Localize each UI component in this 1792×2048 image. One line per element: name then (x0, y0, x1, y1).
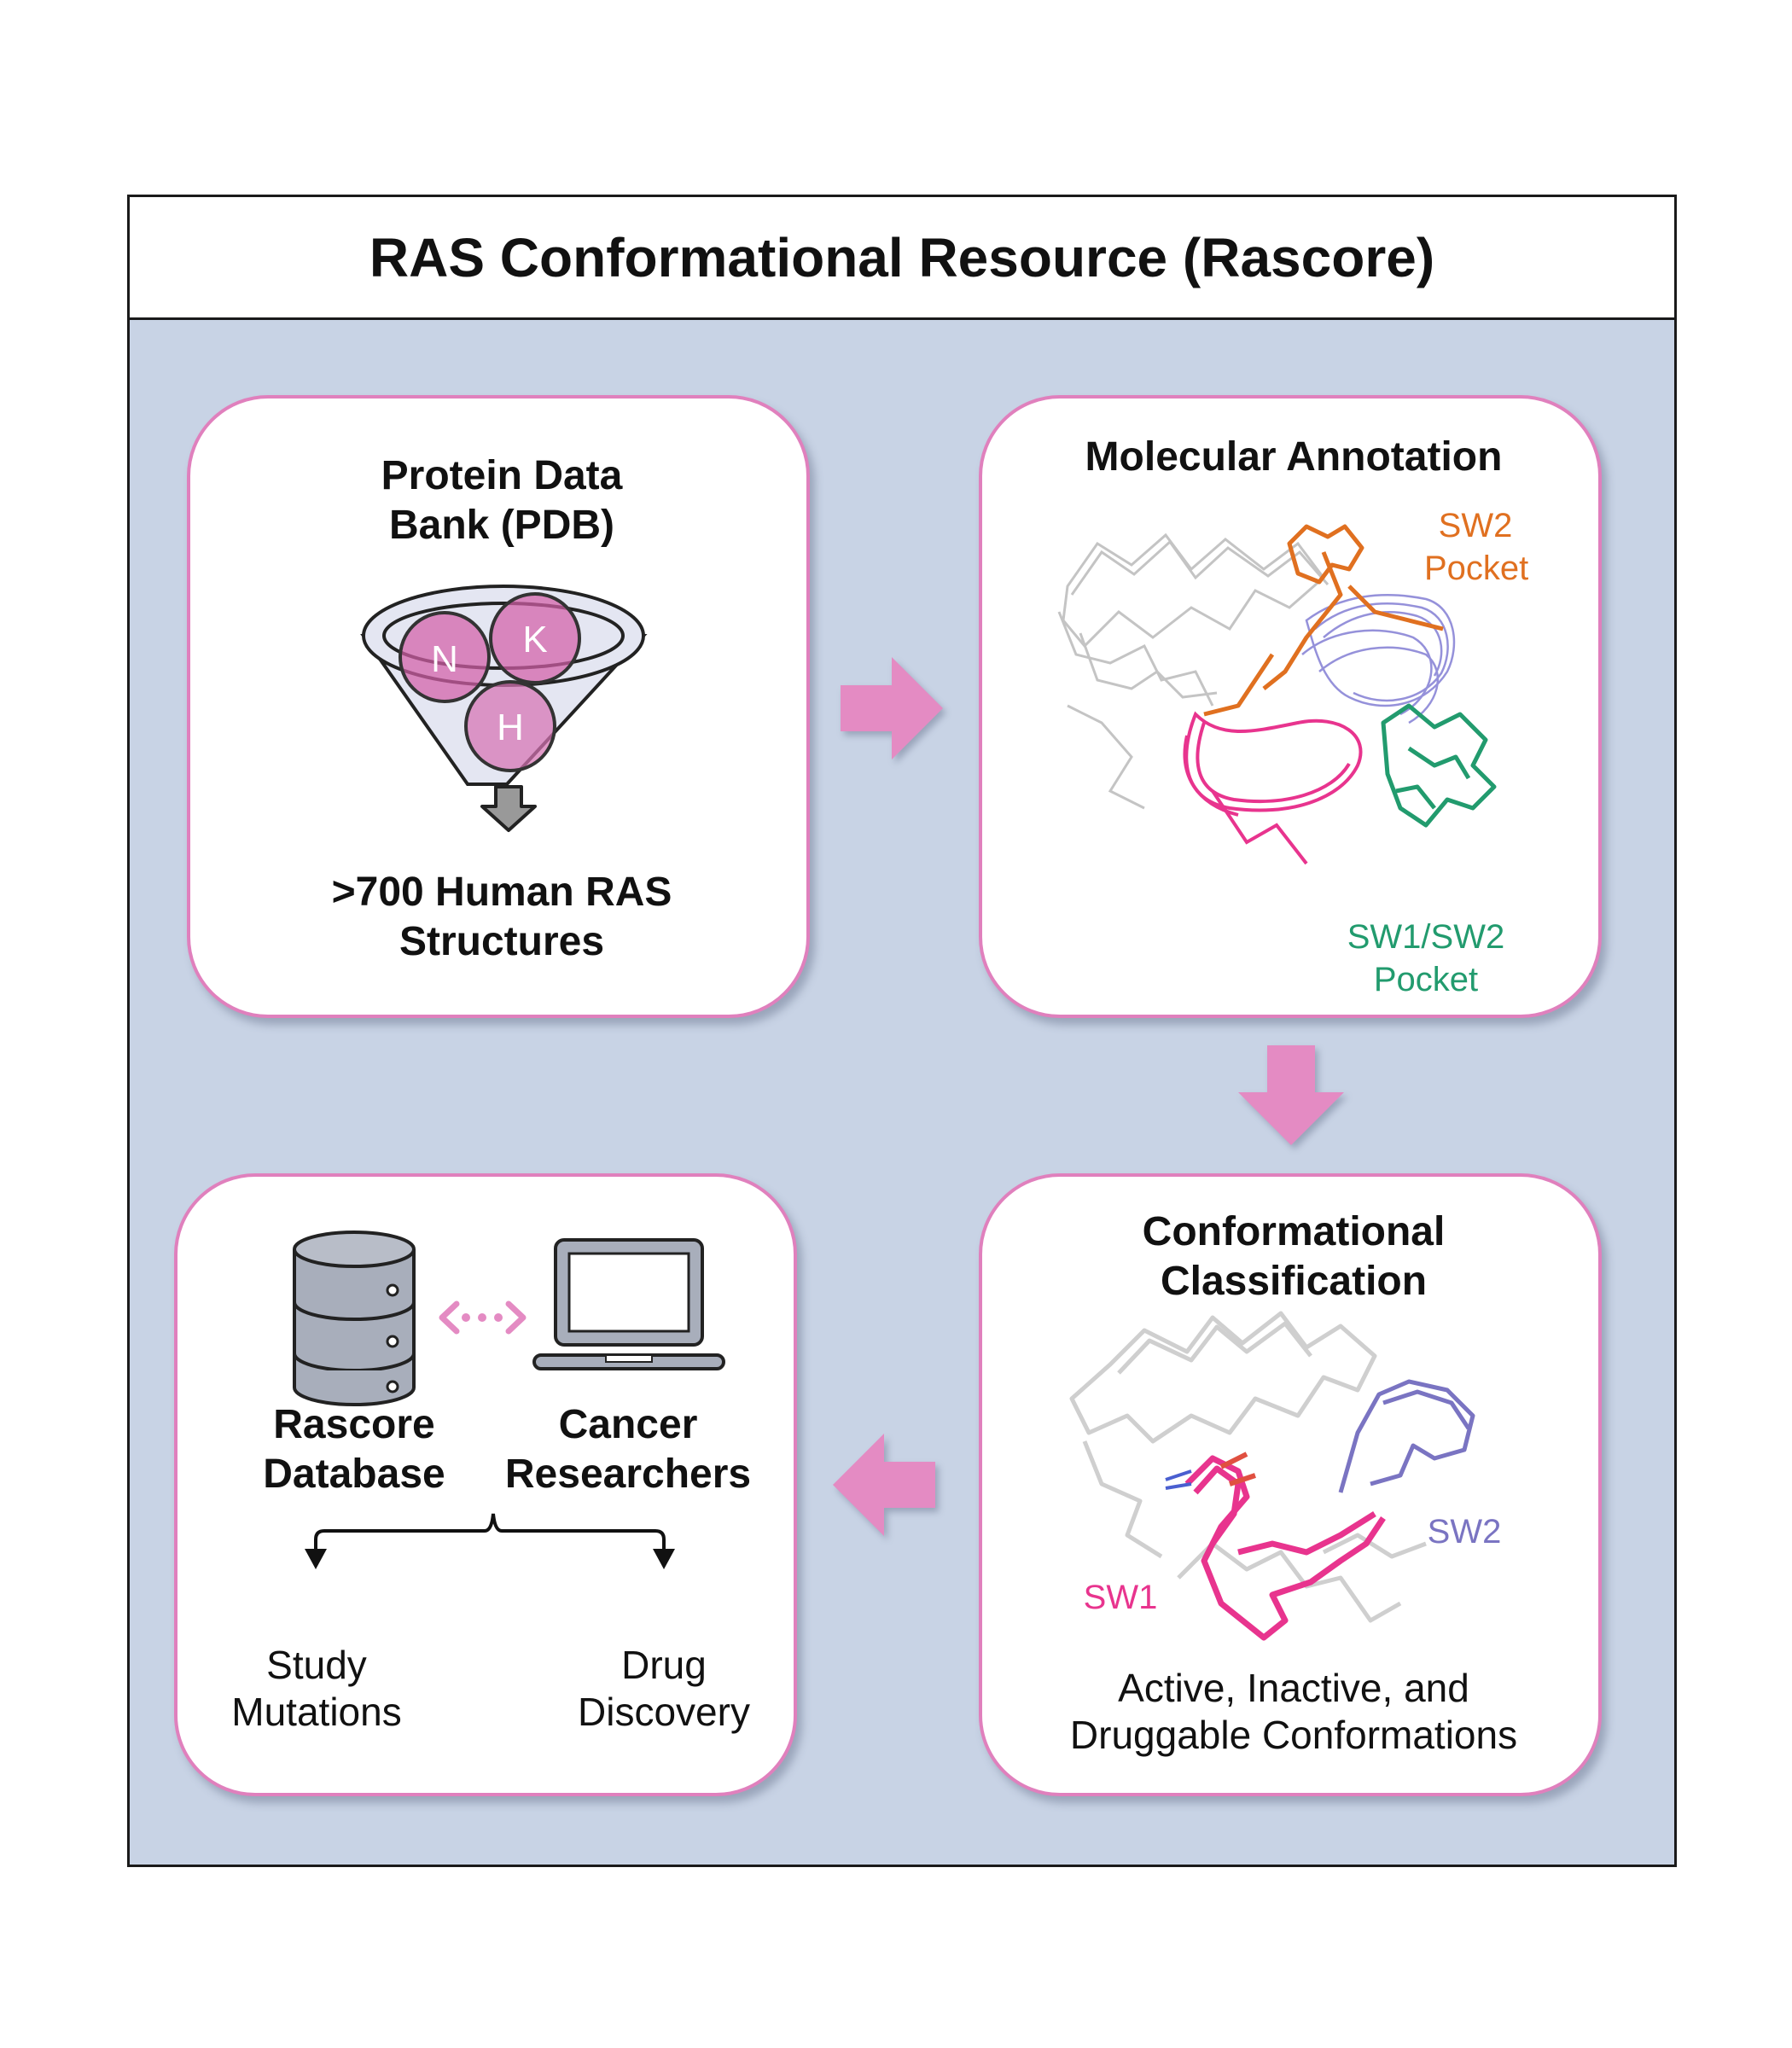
isoform-h-circle: H (464, 680, 556, 772)
sw2-pocket-label: SW2 Pocket (1424, 507, 1529, 587)
sw1sw2-pocket-label: SW1/SW2 Pocket (1347, 918, 1505, 998)
classification-footer: Active, Inactive, and Druggable Conforma… (1069, 1666, 1518, 1758)
pdb-footer: >700 Human RAS Structures (331, 870, 672, 964)
funnel-down-arrow-icon (480, 785, 537, 832)
researchers-label: Cancer Researchers (504, 1402, 752, 1497)
classification-heading: Conformational Classification (1142, 1209, 1446, 1304)
branch-right-arrow-icon (653, 1549, 675, 1569)
pdb-card: Protein Data Bank (PDB) N K H >700 Human… (187, 395, 810, 1018)
database-card: Rascore Database Cancer Researchers Stud… (174, 1173, 797, 1796)
classification-structure-image (1069, 1311, 1475, 1641)
annotation-structure-image (1057, 524, 1497, 865)
classification-card: Conformational Classification SW1 SW2 Ac (979, 1173, 1602, 1796)
outcome-drug-discovery: Drug Discovery (578, 1643, 750, 1735)
database-icon (293, 1231, 416, 1406)
annotation-card: Molecular Annotation (979, 395, 1602, 1018)
pdb-heading: Protein Data Bank (PDB) (381, 453, 623, 548)
page-title: RAS Conformational Resource (Rascore) (130, 197, 1674, 320)
isoform-k-circle: K (489, 592, 581, 684)
database-label: Rascore Database (263, 1402, 445, 1497)
sw2-label: SW2 (1427, 1513, 1502, 1551)
svg-text:N: N (431, 638, 458, 680)
annotation-heading: Molecular Annotation (1085, 434, 1503, 480)
svg-text:H: H (497, 707, 524, 748)
isoform-n-circle: N (399, 611, 491, 703)
data-exchange-icon (439, 1300, 527, 1335)
branch-connector (305, 1513, 675, 1569)
funnel-icon: N K H (360, 585, 648, 832)
sw1-label: SW1 (1083, 1579, 1158, 1616)
branch-left-arrow-icon (305, 1549, 327, 1569)
svg-text:K: K (522, 619, 547, 660)
outcome-study-mutations: Study Mutations (231, 1643, 402, 1735)
laptop-icon (532, 1238, 725, 1370)
